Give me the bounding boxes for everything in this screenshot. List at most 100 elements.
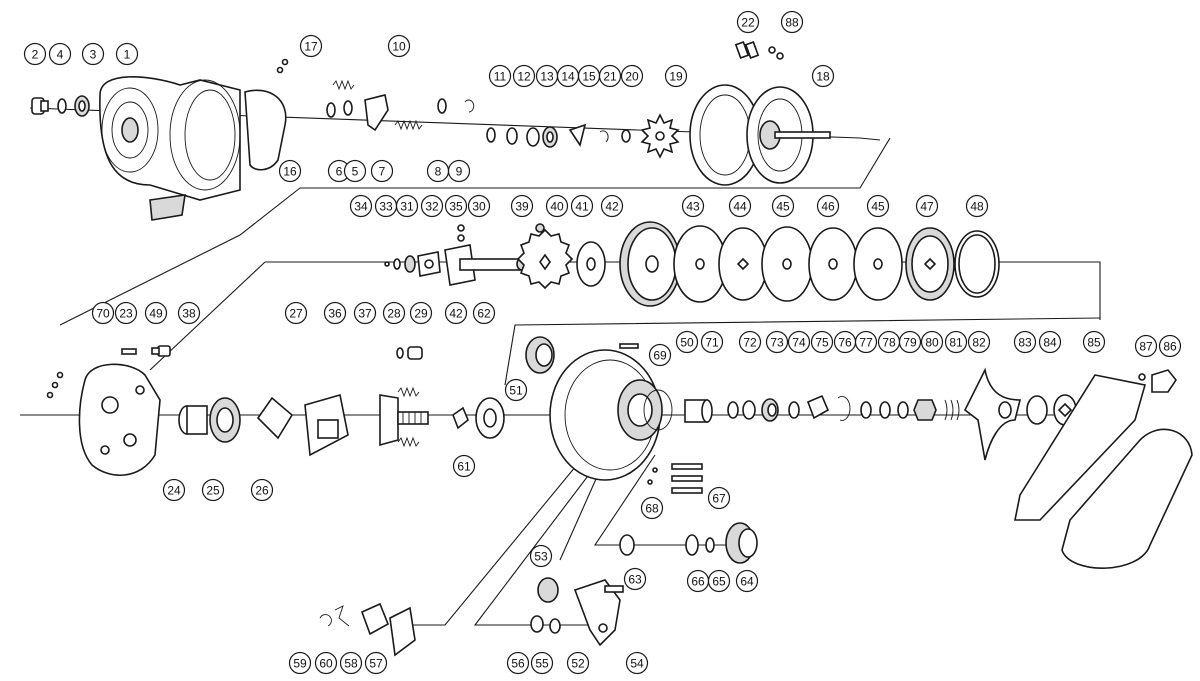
callout-circle [598,64,622,88]
callout-number: 61 [457,460,471,474]
callout-77: 77 [854,330,878,354]
callout-46: 46 [816,194,840,218]
callout-9: 9 [447,159,471,183]
callout-number: 5 [352,165,359,179]
part-72-84-small-parts [727,367,1077,461]
callout-83: 83 [1013,330,1037,354]
callout-number: 62 [477,307,491,321]
callout-number: 83 [1018,336,1032,350]
callout-84: 84 [1038,330,1062,354]
callout-circle [1134,334,1158,358]
callout-circle [811,64,835,88]
callout-number: 2 [32,48,39,62]
callout-circle [250,478,274,502]
callout-37: 37 [353,301,377,325]
callout-number: 59 [293,657,307,671]
callout-circle [623,567,647,591]
part-53-cap [537,577,559,603]
part-26-clip [256,396,294,440]
callout-number: 24 [167,484,181,498]
part-11-ring [486,127,496,143]
callout-45: 45 [771,194,795,218]
callout-circle [728,194,752,218]
callout-number: 33 [379,200,393,214]
callout-number: 19 [669,70,683,84]
callout-number: 58 [344,657,358,671]
callout-number: 54 [630,657,644,671]
callout-circle [48,42,72,66]
callout-circle [681,194,705,218]
callout-number: 34 [354,200,368,214]
callout-69: 69 [648,343,672,367]
callout-number: 44 [733,200,747,214]
part-32-bracket [417,251,441,277]
callout-circle [444,194,468,218]
callout-number: 36 [328,307,342,321]
callout-42: 42 [600,194,624,218]
callout-1: 1 [115,42,139,66]
callout-number: 80 [925,336,939,350]
part-16-cover [244,89,287,171]
part-10-springs [332,79,423,131]
part-62-clip [452,406,469,430]
callout-circle [707,569,731,593]
part-67-68-screws [647,463,703,494]
callout-8: 8 [426,159,450,183]
callout-number: 11 [494,70,507,84]
callout-number: 35 [449,200,463,214]
callout-24: 24 [162,478,186,502]
callout-61: 61 [452,454,476,478]
callout-circle [162,478,186,502]
callout-circle [866,194,890,218]
callout-number: 50 [680,336,694,350]
callout-circle [915,194,939,218]
part-40-washer [576,241,606,287]
callout-number: 45 [871,200,885,214]
callout-80: 80 [920,330,944,354]
callout-31: 31 [395,194,419,218]
callout-30: 30 [467,194,491,218]
callout-49: 49 [144,301,168,325]
callout-circle [314,651,338,675]
part-56-55-washers [530,615,561,634]
part-20-ring [621,129,631,143]
callout-71: 71 [700,330,724,354]
callout-25: 25 [201,478,225,502]
callout-circle [898,330,922,354]
part-23-frame-plate [78,363,161,476]
callout-number: 82 [972,336,986,350]
part-36-pinion-assembly [379,394,429,447]
callout-32: 32 [420,194,444,218]
part-24-25-bearing [178,397,241,443]
callout-58: 58 [339,651,363,675]
callout-86: 86 [1158,334,1182,358]
callout-circle [467,194,491,218]
callout-number: 13 [540,70,554,84]
callout-number: 41 [575,200,589,214]
callout-circle [115,42,139,66]
callout-number: 48 [970,200,984,214]
callout-number: 25 [206,484,220,498]
callout-21: 21 [598,64,622,88]
callout-circle [920,330,944,354]
callout-55: 55 [530,651,554,675]
part-35-screws [457,224,465,242]
callout-number: 1 [124,48,131,62]
callout-circle [81,42,105,66]
part-8-washer [437,98,447,114]
drag-washers [673,225,1000,303]
callout-number: 4 [57,48,64,62]
callout-number: 26 [255,484,269,498]
callout-circle [570,194,594,218]
part-51-bearing [525,336,555,374]
part-38-screw [151,345,171,357]
callout-circle [506,651,530,675]
callout-41: 41 [570,194,594,218]
callout-73: 73 [765,330,789,354]
callout-number: 16 [283,165,297,179]
callout-circle [452,454,476,478]
callout-number: 63 [628,573,642,587]
callout-60: 60 [314,651,338,675]
part-71-sleeve [684,399,713,423]
